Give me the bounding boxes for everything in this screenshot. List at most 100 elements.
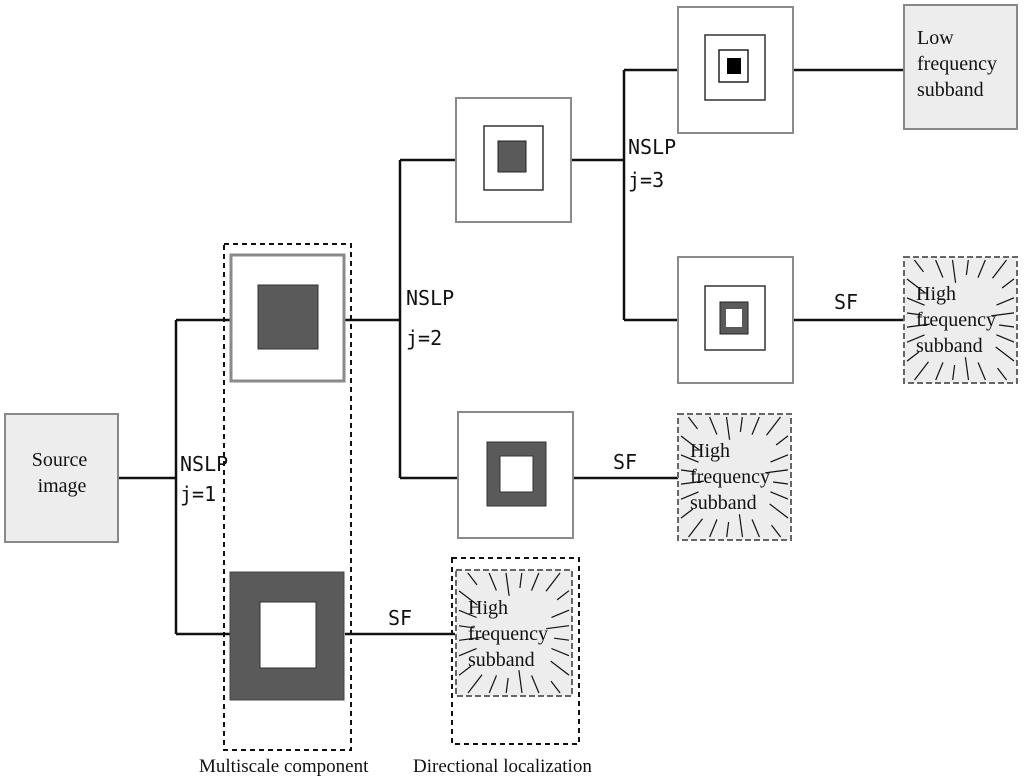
direction-ray: [771, 524, 782, 538]
direction-ray: [739, 416, 743, 432]
source-image-label: Source image: [32, 449, 93, 497]
direction-ray: [726, 522, 730, 538]
dark-square: [257, 284, 319, 350]
caption-directional-localization: Directional localization: [413, 756, 592, 777]
sf-label-level1: SF: [388, 606, 412, 630]
sf-label-level3: SF: [834, 290, 858, 314]
connector-level2-to-level3: [571, 68, 678, 322]
direction-ray: [505, 678, 509, 694]
direction-rays: [906, 259, 1015, 381]
direction-ray: [458, 636, 482, 641]
direction-ray: [545, 572, 561, 592]
direction-ray: [914, 361, 929, 381]
source-image-box: [4, 413, 119, 543]
low-frequency-subband-label: Low frequency subband: [917, 27, 1002, 101]
direction-ray: [751, 519, 760, 538]
direction-ray: [992, 259, 1007, 279]
direction-ray: [977, 259, 986, 278]
connector-source-to-level1: [118, 318, 232, 636]
sf-label-level2: SF: [613, 450, 637, 474]
tile-level2-low: [455, 97, 572, 223]
direction-ray: [977, 362, 986, 381]
direction-ray: [906, 278, 926, 294]
direction-ray: [531, 675, 540, 694]
direction-ray: [680, 491, 699, 500]
level-label-j2: j=2: [406, 326, 442, 350]
direction-ray: [906, 312, 922, 316]
tile-level3-high: [677, 256, 794, 384]
direction-ray: [680, 508, 694, 519]
dark-square: [727, 58, 741, 74]
direction-ray: [488, 572, 497, 591]
direction-ray: [556, 590, 570, 601]
direction-ray: [765, 469, 789, 474]
direction-rays: [458, 572, 570, 694]
high-frequency-subband-level3: High frequency subband: [903, 256, 1018, 384]
direction-ray: [488, 675, 498, 694]
direction-ray: [906, 351, 920, 362]
high-frequency-subband-level1: High frequency subband: [455, 569, 573, 697]
direction-ray: [530, 572, 540, 591]
direction-ray: [709, 519, 718, 538]
directional-dashed-box: [451, 557, 580, 745]
high-frequency-subband-label: High frequency subband: [468, 597, 553, 671]
direction-ray: [965, 259, 969, 275]
direction-ray: [773, 481, 789, 485]
dark-square: [497, 140, 527, 173]
direction-ray: [554, 637, 570, 641]
tile-level2-high: [457, 411, 574, 539]
direction-ray: [770, 454, 789, 463]
direction-ray: [680, 454, 699, 463]
high-frequency-subband-label: High frequency subband: [916, 283, 1001, 357]
direction-ray: [997, 367, 1008, 381]
direction-ray: [551, 647, 570, 657]
direction-ray: [458, 625, 474, 629]
direction-ray: [1001, 278, 1015, 289]
direction-ray: [995, 346, 1015, 362]
direction-ray: [458, 665, 472, 676]
multiscale-dashed-box: [223, 243, 352, 751]
direction-ray: [906, 334, 925, 343]
direction-ray: [996, 334, 1015, 343]
direction-ray: [751, 416, 760, 435]
direction-ray: [519, 572, 523, 588]
low-frequency-subband-box: [903, 4, 1018, 130]
direction-ray: [680, 469, 696, 473]
nslp-label-level3: NSLP: [628, 135, 676, 159]
direction-ray: [996, 297, 1015, 306]
tile-level1-high: [229, 571, 345, 701]
white-hole: [259, 601, 317, 669]
level-label-j3: j=3: [628, 168, 664, 192]
direction-ray: [551, 609, 570, 618]
level-label-j1: j=1: [180, 482, 216, 506]
direction-ray: [913, 259, 924, 273]
direction-ray: [964, 357, 970, 381]
direction-ray: [775, 435, 789, 446]
direction-ray: [906, 323, 930, 328]
direction-ray: [458, 648, 477, 657]
direction-ray: [687, 416, 698, 430]
direction-rays: [680, 416, 789, 538]
direction-ray: [906, 297, 925, 306]
nslp-label-level1: NSLP: [180, 452, 228, 476]
direction-ray: [546, 625, 570, 630]
direction-ray: [467, 674, 483, 694]
direction-ray: [467, 572, 478, 586]
direction-ray: [550, 660, 570, 676]
tile-level3-low: [677, 6, 794, 134]
direction-ray: [935, 362, 944, 381]
direction-ray: [458, 609, 477, 619]
direction-ray: [769, 503, 789, 519]
direction-ray: [999, 324, 1015, 328]
direction-ray: [738, 514, 744, 538]
high-frequency-subband-label: High frequency subband: [690, 440, 775, 514]
direction-ray: [680, 435, 700, 451]
direction-ray: [709, 416, 718, 435]
nslp-label-level2: NSLP: [406, 286, 454, 310]
caption-multiscale-component: Multiscale component: [199, 756, 369, 777]
connectors: [118, 68, 904, 636]
white-hole: [726, 309, 742, 327]
direction-ray: [725, 416, 731, 440]
high-frequency-subband-level2: High frequency subband: [677, 413, 792, 541]
direction-ray: [680, 480, 704, 485]
